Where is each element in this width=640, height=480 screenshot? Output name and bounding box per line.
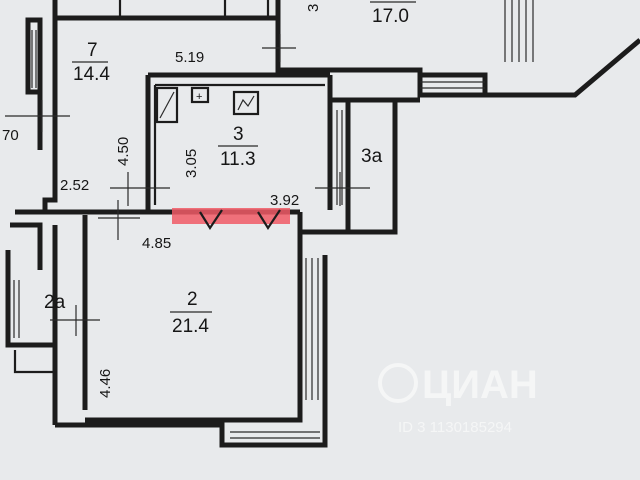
doorway-highlight bbox=[172, 208, 290, 224]
watermark-logo-icon bbox=[378, 363, 418, 403]
dimension-ticks bbox=[5, 34, 370, 336]
dim-70: 70 bbox=[2, 127, 19, 144]
watermark-brand: ЦИАН bbox=[422, 363, 538, 407]
outlet-fixture bbox=[190, 86, 210, 104]
dim-4-46: 4.46 bbox=[97, 369, 114, 398]
stove-fixture bbox=[232, 90, 260, 116]
door-swings bbox=[199, 209, 281, 231]
kitchen-fixtures: + bbox=[155, 86, 260, 124]
room-3-number: 3 bbox=[233, 124, 244, 145]
window-details bbox=[13, 0, 534, 439]
dim-4-85: 4.85 bbox=[142, 235, 171, 252]
room-labels: 7 14.4 3 11.3 2 21.4 3a 2a 17.0 bbox=[44, 1, 416, 337]
svg-text:+: + bbox=[196, 91, 202, 103]
dim-2-52: 2.52 bbox=[60, 177, 89, 194]
dim-4-50: 4.50 bbox=[115, 137, 132, 166]
room-3a-number: 3a bbox=[361, 146, 383, 167]
dim-3-05: 3.05 bbox=[183, 149, 200, 178]
room-2-number: 2 bbox=[187, 289, 198, 310]
room-7-area: 14.4 bbox=[73, 64, 110, 85]
room-2-area: 21.4 bbox=[172, 316, 209, 337]
watermark-code: ID 3 1130185294 bbox=[398, 419, 512, 436]
room-3-area: 11.3 bbox=[220, 149, 256, 170]
room-7-number: 7 bbox=[87, 40, 98, 61]
dimension-labels: 70 5.19 4.50 3.05 2.52 3.92 4.85 4.46 3 bbox=[2, 4, 322, 398]
dim-5-19: 5.19 bbox=[175, 49, 204, 66]
watermark: ЦИАН ID 3 1130185294 bbox=[378, 363, 538, 436]
dim-3-92: 3.92 bbox=[270, 192, 299, 209]
room-2a-number: 2a bbox=[44, 292, 66, 313]
room-top-area: 17.0 bbox=[372, 6, 409, 27]
sink-fixture bbox=[155, 86, 179, 124]
dim-3-top: 3 bbox=[305, 4, 322, 12]
